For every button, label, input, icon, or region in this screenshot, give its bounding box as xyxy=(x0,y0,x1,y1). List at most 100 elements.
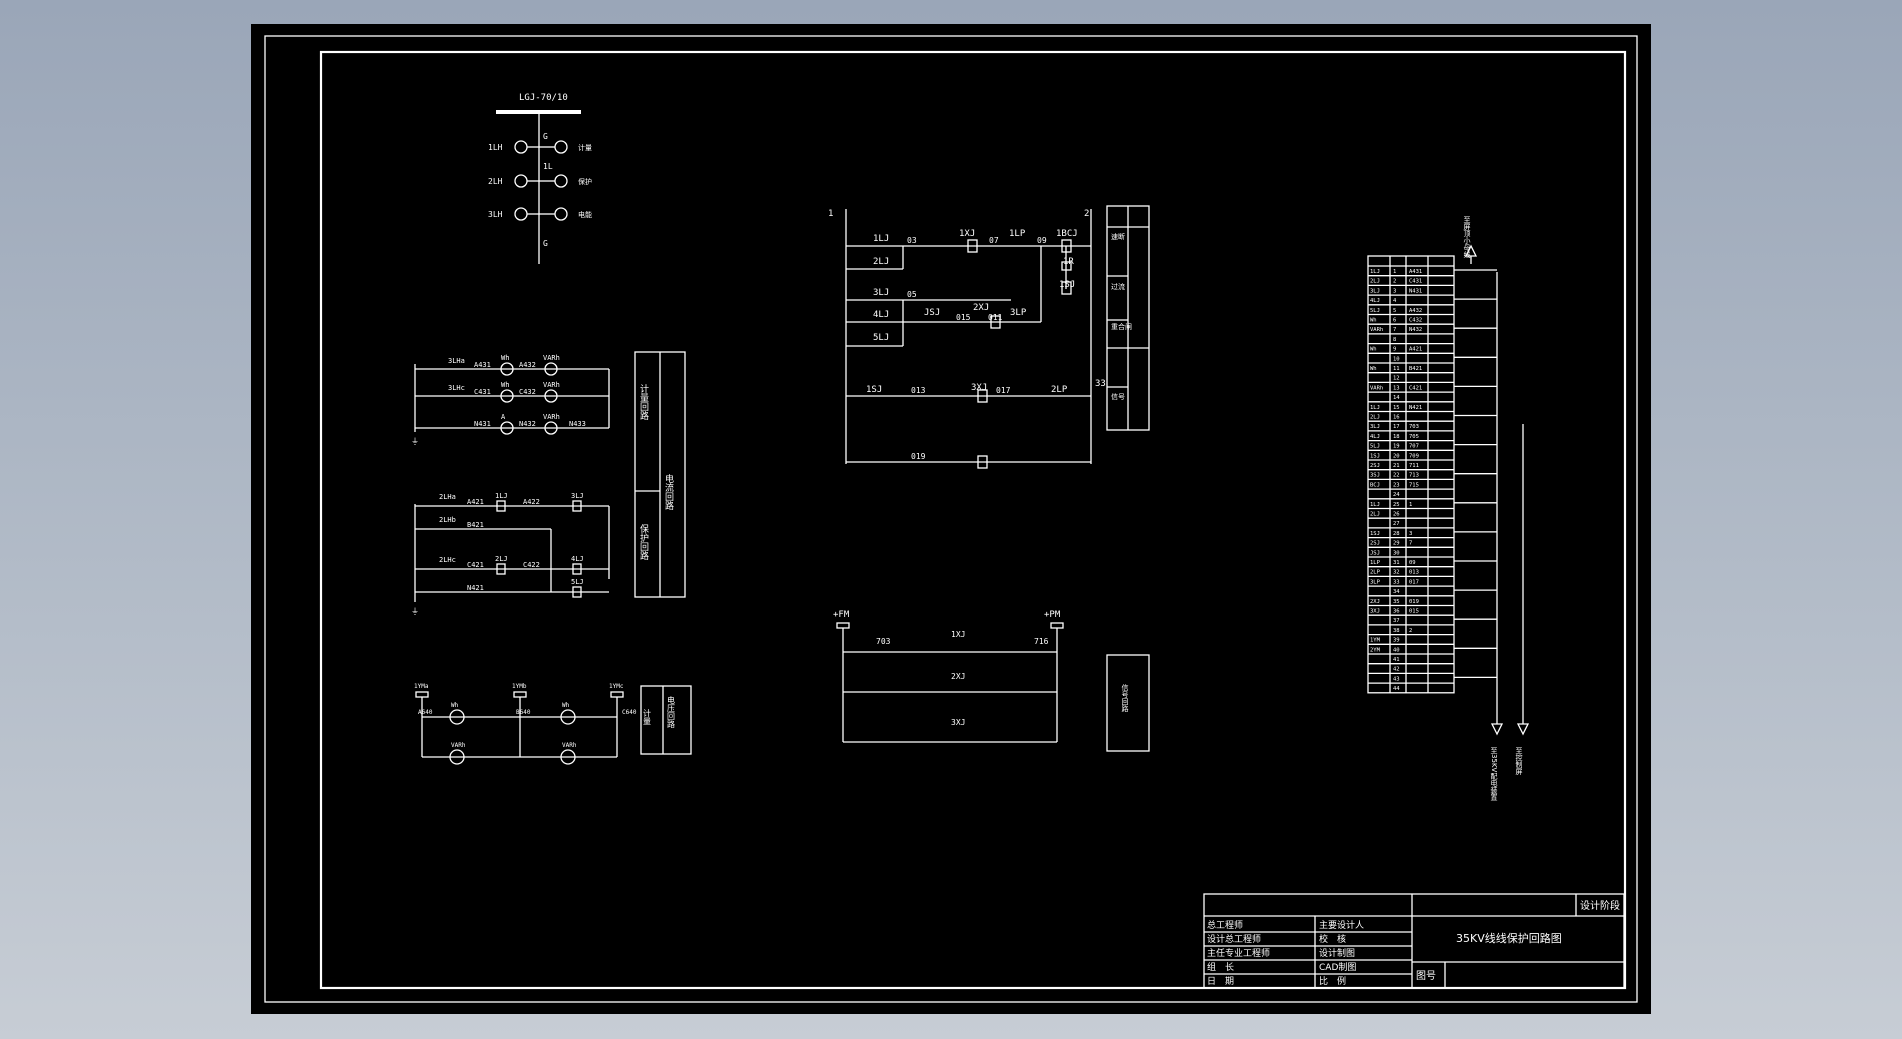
term-dev-18: 5LJ xyxy=(1370,444,1380,450)
term-dev-1: 2LJ xyxy=(1370,279,1380,285)
term-no-29: 30 xyxy=(1393,550,1400,556)
term-wire-2: N431 xyxy=(1409,288,1422,294)
tb-left-3: 组 长 xyxy=(1207,961,1234,973)
term-no-8: 9 xyxy=(1393,347,1396,353)
term-no-23: 24 xyxy=(1393,492,1400,498)
volt-meter-0: Wh xyxy=(451,702,459,709)
term-dev-8: Wh xyxy=(1370,347,1377,353)
prot-n1-3: N421 xyxy=(467,584,484,592)
outer-frame xyxy=(264,35,1638,1003)
term-dev-28: 2SJ xyxy=(1370,541,1380,547)
inner-frame xyxy=(319,50,1627,990)
signal-relay-3: 3XJ xyxy=(951,718,965,727)
prot-ct-0: 2LHa xyxy=(439,493,456,501)
svg-text:⏚: ⏚ xyxy=(411,437,419,446)
prot-n1-1: B421 xyxy=(467,521,484,529)
signal-relay-1: 1XJ xyxy=(951,630,965,639)
ctrl-wire-5: 011 xyxy=(988,313,1003,322)
term-wire-1: C431 xyxy=(1409,279,1422,285)
ct-coil xyxy=(514,207,528,221)
term-wire-17: 705 xyxy=(1409,434,1419,440)
ctrl-wire-0: 03 xyxy=(907,236,917,245)
ctrl-relay-1: 2LJ xyxy=(873,257,889,267)
term-no-14: 15 xyxy=(1393,405,1400,411)
g1-label: G xyxy=(543,132,548,141)
ctrl-relay-11: 3LP xyxy=(1010,308,1027,318)
term-no-1: 2 xyxy=(1393,279,1396,285)
volt-top-0: 1YMa xyxy=(414,683,429,690)
term-no-33: 34 xyxy=(1393,589,1400,595)
signal-side-label: 信号回路 xyxy=(1121,683,1129,713)
term-dev-38: 1YM xyxy=(1370,638,1381,644)
side-protect-label: 保护回路 xyxy=(638,523,649,561)
term-no-38: 39 xyxy=(1393,638,1400,644)
term-dev-21: 3SJ xyxy=(1370,473,1380,479)
prot-r1-0: 1LJ xyxy=(495,492,508,500)
term-wire-12: C421 xyxy=(1409,385,1422,391)
term-no-21: 22 xyxy=(1393,473,1400,479)
term-wire-27: 3 xyxy=(1409,531,1412,537)
term-wire-21: 713 xyxy=(1409,473,1419,479)
term-no-20: 21 xyxy=(1393,463,1400,469)
ctrl-relay-13: 1R xyxy=(1063,257,1074,267)
cur-m2-0: VARh xyxy=(543,354,560,362)
prot-r2-2: 4LJ xyxy=(571,555,584,563)
ctrl-relay-7: 2XJ xyxy=(973,303,989,313)
term-dev-35: 3XJ xyxy=(1370,609,1380,615)
term-no-34: 35 xyxy=(1393,599,1400,605)
term-wire-20: 711 xyxy=(1409,463,1419,469)
ct-coil xyxy=(514,140,528,154)
volt-node-1: B640 xyxy=(516,709,531,716)
meter-label-2: 电能 xyxy=(578,210,592,219)
cur-n2-1: C432 xyxy=(519,388,536,396)
ct-label-2: 3LH xyxy=(488,210,503,219)
term-no-36: 37 xyxy=(1393,618,1400,624)
cur-ct-1: 3LHc xyxy=(448,384,465,392)
term-wire-0: A431 xyxy=(1409,269,1422,275)
cur-n1-0: A431 xyxy=(474,361,491,369)
term-wire-28: 7 xyxy=(1409,541,1412,547)
node-2: 2 xyxy=(1084,209,1089,219)
volt-meter-3: VARh xyxy=(562,742,577,749)
volt-side-2: 电压回路 xyxy=(667,695,676,728)
ctrl-wire-8: 019 xyxy=(911,452,926,461)
term-no-12: 13 xyxy=(1393,385,1400,391)
term-dev-2: 3LJ xyxy=(1370,288,1380,294)
ctrl-wire-3: 05 xyxy=(907,290,917,299)
cur-n3-2: N433 xyxy=(569,420,586,428)
ctrl-side-2: 重合闸 xyxy=(1111,322,1132,331)
il-label: 1L xyxy=(543,162,553,171)
ctrl-side-1: 过流 xyxy=(1111,282,1125,291)
term-dev-30: 1LP xyxy=(1370,560,1381,566)
current-side-box: 计量回路 电流回路 保护回路 xyxy=(634,351,686,598)
terminal-bottom-2: 至控制屏 xyxy=(1515,747,1523,776)
meter-label-0: 计量 xyxy=(578,143,592,152)
term-dev-3: 4LJ xyxy=(1370,298,1380,304)
ctrl-wire-7: 017 xyxy=(996,386,1011,395)
ct-label-1: 2LH xyxy=(488,177,503,186)
ctrl-side-0: 速断 xyxy=(1111,232,1125,241)
term-dev-16: 3LJ xyxy=(1370,424,1380,430)
term-dev-19: 1SJ xyxy=(1370,453,1380,459)
term-no-2: 3 xyxy=(1393,288,1396,294)
ct-coil xyxy=(554,174,568,188)
protection-circuit: 2LHaA4211LJA4223LJ2LHbB4212LHcC4212LJC42… xyxy=(411,492,610,616)
term-no-13: 14 xyxy=(1393,395,1400,401)
term-no-26: 27 xyxy=(1393,521,1400,527)
term-dev-0: 1LJ xyxy=(1370,269,1380,275)
term-dev-27: 1SJ xyxy=(1370,531,1380,537)
ctrl-relay-2: 3LJ xyxy=(873,288,889,298)
term-dev-25: 2LJ xyxy=(1370,512,1380,518)
svg-text:⏚: ⏚ xyxy=(411,607,419,616)
cur-n2-0: A432 xyxy=(519,361,536,369)
cur-n1-2: N431 xyxy=(474,420,491,428)
volt-top-2: 1YMc xyxy=(609,683,624,690)
term-wire-6: N432 xyxy=(1409,327,1422,333)
term-dev-6: VARh xyxy=(1370,327,1383,333)
term-no-31: 32 xyxy=(1393,570,1400,576)
ctrl-wire-6: 013 xyxy=(911,386,926,395)
cur-n2-2: N432 xyxy=(519,420,536,428)
